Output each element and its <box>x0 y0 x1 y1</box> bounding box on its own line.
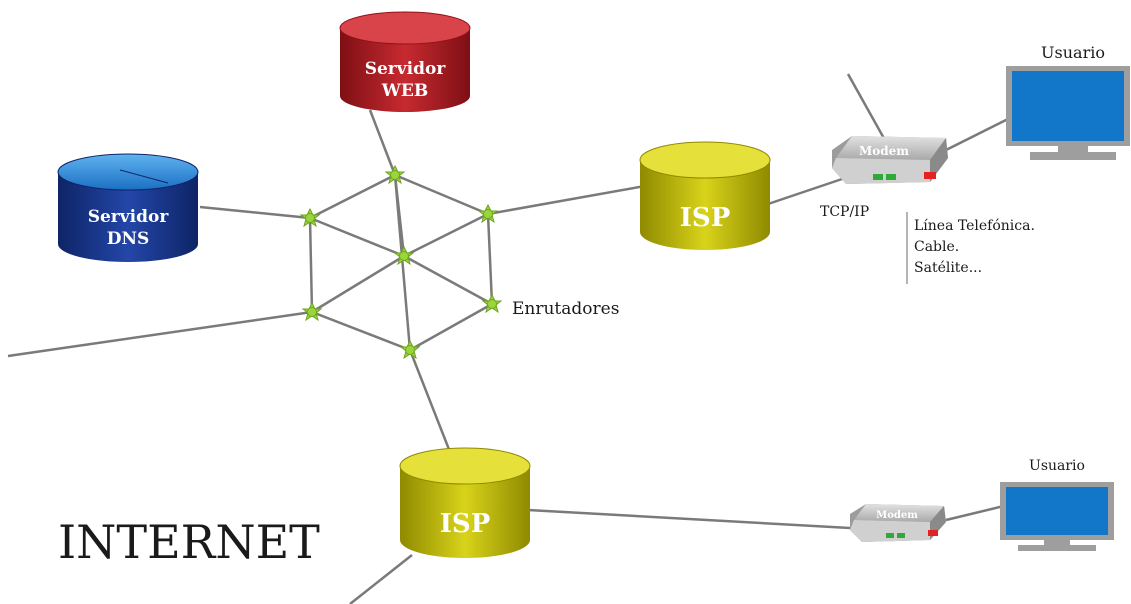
link <box>403 254 493 306</box>
router-node <box>399 339 421 360</box>
router-node <box>299 207 321 228</box>
monitor-bottom-icon: Usuario <box>1000 458 1114 551</box>
network-links <box>7 73 1011 604</box>
dns-server-label-line2: DNS <box>107 229 150 249</box>
routers <box>299 164 503 360</box>
link <box>309 216 405 258</box>
link-isp-bottom <box>408 349 452 453</box>
status-led-red <box>924 172 936 179</box>
modem-antenna <box>846 73 888 143</box>
router-node <box>393 245 415 266</box>
link <box>311 254 405 314</box>
link <box>403 212 489 258</box>
user-top-label: Usuario <box>1041 43 1105 62</box>
link <box>409 302 493 352</box>
link <box>308 217 314 313</box>
link-modem-user-top <box>945 116 1011 152</box>
web-server-label-line2: WEB <box>381 81 428 101</box>
user-bottom-label: Usuario <box>1029 458 1085 474</box>
link-modem-user-bottom <box>945 504 1005 522</box>
monitor-top-icon: Usuario <box>1006 43 1130 160</box>
router-node <box>301 301 323 322</box>
router-node <box>481 293 503 314</box>
web-server-label-line1: Servidor <box>365 59 447 79</box>
link-isp-top <box>487 184 646 216</box>
link-bottom-edge <box>349 554 413 604</box>
connection-type-satellite: Satélite... <box>914 260 982 276</box>
link-web-server <box>368 109 397 176</box>
modem-bottom: Modem <box>850 504 946 542</box>
internet-title: INTERNET <box>58 515 320 569</box>
isp-top-label: ISP <box>680 203 731 233</box>
router-node <box>384 164 406 185</box>
link-dns-server <box>199 205 311 220</box>
routers-label: Enrutadores <box>512 299 619 319</box>
dns-server-label-line1: Servidor <box>88 207 170 227</box>
isp-bottom-cylinder: ISP <box>399 447 531 558</box>
modem-top: Modem <box>832 136 948 184</box>
link <box>393 174 412 351</box>
dns-server-cylinder: Servidor DNS <box>57 153 199 262</box>
router-node <box>477 203 499 224</box>
link-isp-modem-bottom <box>527 508 851 530</box>
link <box>309 173 396 220</box>
status-led-green <box>886 533 894 538</box>
link <box>394 173 489 216</box>
link <box>311 310 411 352</box>
connection-type-cable: Cable. <box>914 239 959 255</box>
link-isp-modem-top <box>767 176 846 206</box>
isp-bottom-label: ISP <box>440 509 491 539</box>
connection-type-phone: Línea Telefónica. <box>914 218 1035 234</box>
status-led-green <box>897 533 905 538</box>
modem-top-label: Modem <box>859 144 909 158</box>
web-server-cylinder: Servidor WEB <box>339 11 471 112</box>
modem-bottom-label: Modem <box>876 510 918 521</box>
status-led-green <box>873 174 883 180</box>
protocol-label: TCP/IP <box>820 204 869 220</box>
status-led-green <box>886 174 896 180</box>
isp-top-cylinder: ISP <box>639 141 771 250</box>
link <box>486 213 494 305</box>
status-led-red <box>928 530 938 536</box>
link-left-edge <box>7 310 313 358</box>
